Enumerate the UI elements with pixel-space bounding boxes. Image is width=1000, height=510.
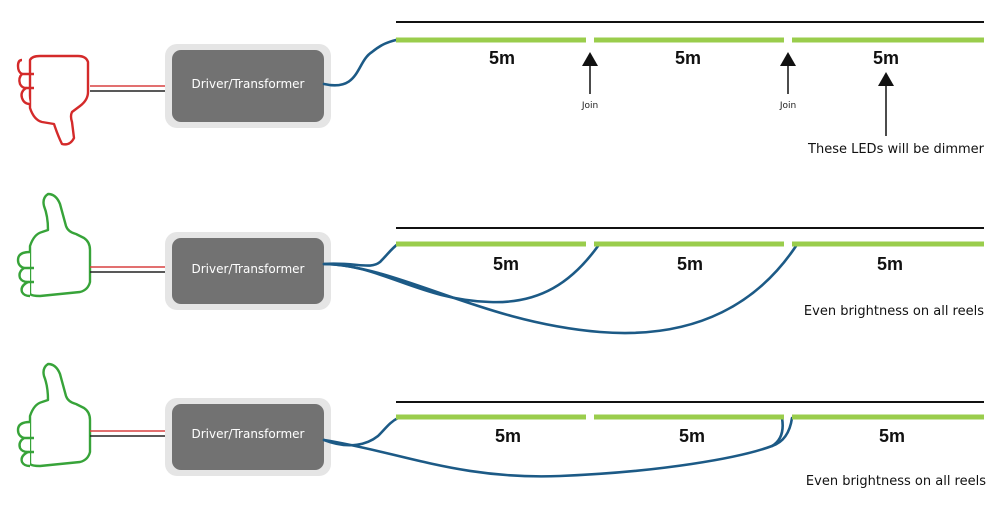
driver-label: Driver/Transformer bbox=[192, 262, 305, 276]
reel-length-label: 5m bbox=[679, 426, 705, 446]
reel-length-label: 5m bbox=[879, 426, 905, 446]
driver-transformer-box bbox=[172, 404, 324, 470]
reel-length-label: 5m bbox=[495, 426, 521, 446]
driver-label: Driver/Transformer bbox=[192, 77, 305, 91]
driver-transformer-box bbox=[172, 238, 324, 304]
even-brightness-note: Even brightness on all reels bbox=[804, 304, 984, 319]
dimmer-pointer-arrow-icon bbox=[878, 72, 894, 136]
driver-label: Driver/Transformer bbox=[192, 427, 305, 441]
row-series-wiring: Driver/Transformer 5m 5m 5m Join Join bbox=[0, 0, 1000, 170]
reel-length-label: 5m bbox=[873, 48, 899, 68]
join-arrow-icon bbox=[780, 52, 796, 94]
row-3-graphic: Driver/Transformer 5m 5m 5m Even brightn… bbox=[16, 362, 986, 489]
thumbs-down-icon bbox=[16, 54, 90, 146]
join-label: Join bbox=[581, 101, 598, 111]
even-brightness-note: Even brightness on all reels bbox=[806, 474, 986, 489]
row-parallel-wiring: Driver/Transformer 5m 5m 5m Even brightn… bbox=[0, 170, 1000, 340]
reel-length-label: 5m bbox=[493, 254, 519, 274]
row-1-graphic: Driver/Transformer 5m 5m 5m Join Join bbox=[16, 21, 985, 157]
row-split-feed-wiring: Driver/Transformer 5m 5m 5m Even brightn… bbox=[0, 340, 1000, 510]
thumbs-up-icon bbox=[16, 362, 92, 468]
dimmer-note: These LEDs will be dimmer bbox=[807, 142, 985, 157]
reel-length-label: 5m bbox=[677, 254, 703, 274]
row-2-graphic: Driver/Transformer 5m 5m 5m Even brightn… bbox=[16, 192, 984, 335]
reel-length-label: 5m bbox=[877, 254, 903, 274]
reel-length-label: 5m bbox=[489, 48, 515, 68]
driver-transformer-box bbox=[172, 50, 324, 122]
join-label: Join bbox=[779, 101, 796, 111]
join-arrow-icon bbox=[582, 52, 598, 94]
reel-length-label: 5m bbox=[675, 48, 701, 68]
thumbs-up-icon bbox=[16, 192, 92, 298]
